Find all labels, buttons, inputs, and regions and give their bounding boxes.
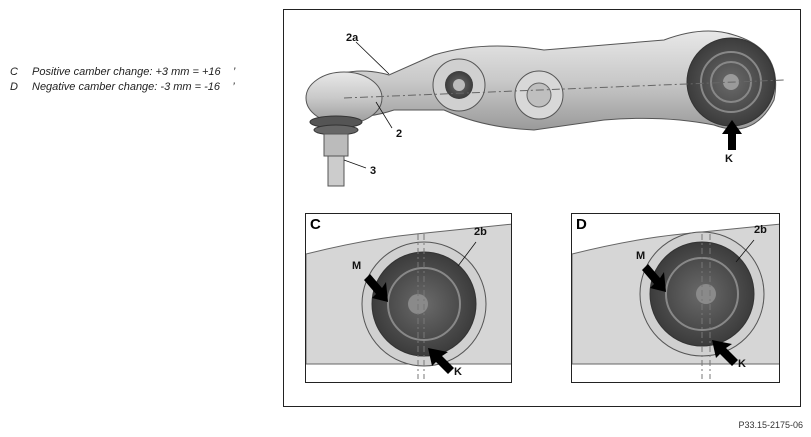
bushing-front-hole [453,79,465,91]
leader-3 [343,159,367,169]
arrow-k-icon [712,340,738,366]
callout-2b: 2b [754,224,767,236]
legend-row-c: C Positive camber change: +3 mm = +16 ’ [10,65,235,80]
leader-2a [355,41,390,75]
legend-text: Negative camber change: -3 mm = -16 ’ [32,81,235,93]
legend-row-d: D Negative camber change: -3 mm = -16 ’ [10,80,235,95]
callout-m: M [636,250,646,262]
inset-c: C 2b M K [305,213,512,383]
callout-k: K [454,366,462,378]
rear-bushing-ring [700,51,762,113]
legend-text: Positive camber change: +3 mm = +16 ’ [32,66,236,78]
figure-frame: 2a 2 3 K C 2b M K [283,9,801,407]
inset-d: D 2b M K [571,213,780,383]
bushing-middle-inner [526,82,552,108]
ball-joint-thread [327,155,345,187]
inset-c-illustration [306,223,511,379]
legend-key: C [10,66,18,78]
bushing-hole [696,284,716,304]
figure-code: P33.15-2175-06 [738,420,803,430]
control-arm-illustration [305,30,785,187]
callout-2b: 2b [474,226,487,238]
callout-k: K [738,358,746,370]
legend-key: D [10,81,18,93]
legend: C Positive camber change: +3 mm = +16 ’ … [10,65,235,95]
leader-2b [457,241,477,267]
callout-2: 2 [396,128,403,140]
leader-2 [375,101,393,129]
ball-joint-stud [323,133,349,157]
callout-2a: 2a [346,32,359,44]
inset-c-letter: C [310,216,321,233]
arrow-m-icon [364,274,388,302]
arrow-m-icon [642,264,666,292]
arrow-k-icon [722,120,742,150]
inset-d-illustration [572,223,779,379]
rear-bushing-ring [710,61,752,103]
center-line [343,79,785,99]
inset-d-letter: D [576,216,587,233]
callout-3: 3 [370,165,377,177]
arrow-k-icon [428,348,454,374]
callout-m: M [352,260,362,272]
callout-k: K [725,153,733,165]
leader-2b [735,239,755,263]
